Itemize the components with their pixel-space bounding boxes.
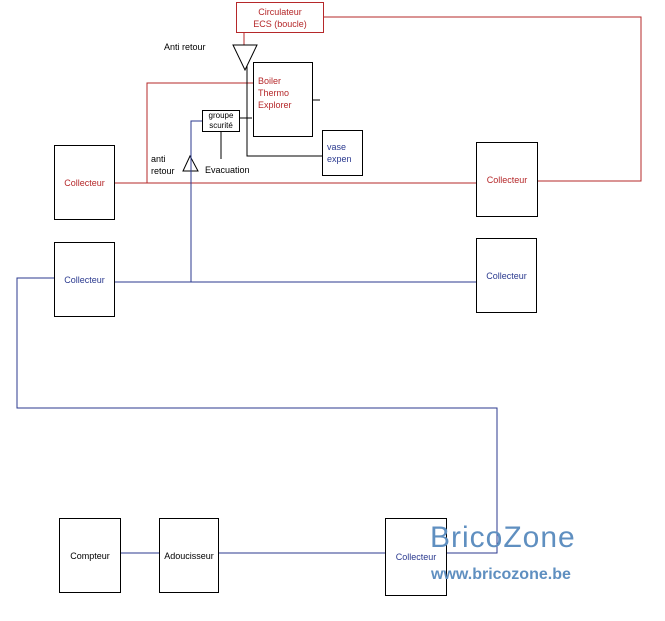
collecteur-bottom-label: Collecteur xyxy=(395,552,437,562)
anti-retour-top-label: Anti retour xyxy=(164,42,206,52)
pipe-boiler-return xyxy=(246,46,322,157)
anti-retour-top-icon xyxy=(232,44,258,72)
evacuation-label: Evacuation xyxy=(205,165,250,175)
bricozone-watermark-title: BricoZone xyxy=(430,521,576,554)
collecteur-cold-left: Collecteur xyxy=(54,242,115,317)
adoucisseur-label: Adoucisseur xyxy=(164,550,214,561)
collecteur-cold-right-label: Collecteur xyxy=(486,270,527,281)
vase-expansion-label: vase expen xyxy=(327,142,352,164)
cold-pipe-riser-groupe xyxy=(190,120,202,282)
circulateur-box: Circulateur ECS (boucle) xyxy=(236,2,324,33)
bricozone-watermark-url: www.bricozone.be xyxy=(431,566,571,583)
groupe-securite-box: groupe scurité xyxy=(202,110,240,132)
collecteur-hot-left: Collecteur xyxy=(54,145,115,220)
collecteur-cold-left-label: Collecteur xyxy=(64,274,105,285)
cold-pipe-left-drop xyxy=(16,277,498,554)
adoucisseur-box: Adoucisseur xyxy=(159,518,219,593)
boiler-label: Boiler Thermo Explorer xyxy=(258,76,292,110)
collecteur-hot-left-label: Collecteur xyxy=(64,177,105,188)
collecteur-hot-right: Collecteur xyxy=(476,142,538,217)
anti-retour-left-label: anti retour xyxy=(151,154,175,176)
vase-expansion-box: vase expen xyxy=(322,130,363,176)
circulateur-label: Circulateur ECS (boucle) xyxy=(253,6,307,29)
compteur-label: Compteur xyxy=(70,550,110,561)
boiler-box: Boiler Thermo Explorer xyxy=(253,62,313,137)
compteur-box: Compteur xyxy=(59,518,121,593)
collecteur-hot-right-label: Collecteur xyxy=(486,174,528,185)
groupe-securite-label: groupe scurité xyxy=(208,111,234,130)
hot-pipe-circulateur-loop xyxy=(324,16,642,182)
collecteur-cold-right: Collecteur xyxy=(476,238,537,313)
collecteur-bottom: Collecteur xyxy=(385,518,447,596)
hot-pipe-boiler-feed xyxy=(146,82,253,183)
